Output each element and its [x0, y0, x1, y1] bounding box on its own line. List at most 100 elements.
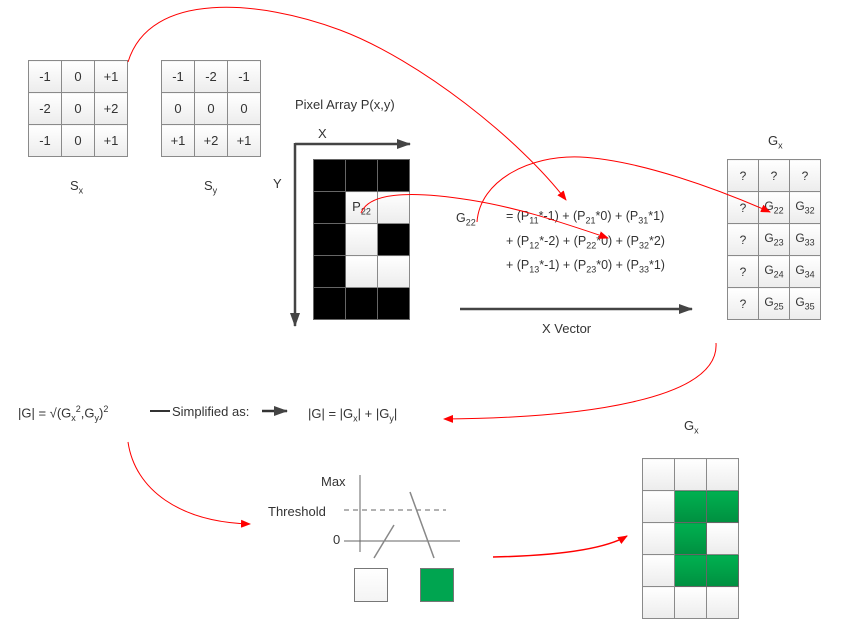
pixel-row [313, 255, 410, 288]
sy-kernel-cell: -1 [227, 60, 261, 93]
gx-cell-text: G [764, 231, 774, 246]
gx-cell: ? [727, 159, 759, 192]
threshold-zero-label: 0 [333, 532, 341, 547]
simp-sub-x: x [353, 413, 358, 424]
output-cell-empty [642, 522, 675, 555]
equation-subscript: 12 [529, 240, 540, 250]
equation-body: = (P11*-1) + (P21*0) + (P31*1)+ (P12*-2)… [506, 206, 665, 280]
gx-cell-text: ? [739, 264, 747, 279]
equation-term: = (P [506, 209, 530, 223]
pixel-cell-black [313, 287, 346, 320]
sx-label-sub: x [78, 185, 84, 196]
x-vector-label: X Vector [542, 321, 592, 336]
sy-label-text: S [204, 178, 213, 193]
equation-subscript: 13 [529, 264, 540, 275]
equation-subscript: 11 [529, 215, 539, 226]
gx-cell-text: G [764, 263, 774, 278]
gx-cell-text: G [795, 295, 805, 310]
equation-lhs-sub: 22 [465, 217, 476, 228]
sx-kernel-cell: 0 [61, 124, 95, 157]
output-cell-empty [674, 458, 707, 491]
above-threshold-swatch [420, 568, 454, 602]
gx-cell-text: ? [739, 200, 747, 215]
y-axis-label: Y [273, 176, 282, 191]
gx-cell-sub: 22 [773, 205, 784, 216]
pixel-row [313, 287, 410, 320]
magnitude-full-formula: |G| = √(Gx2,Gy)2 [18, 404, 108, 423]
gx-cell-text: ? [739, 232, 747, 247]
equation-subscript: 22 [586, 240, 597, 250]
mag-sub-x: x [71, 412, 76, 423]
equation-term: *1) [648, 209, 665, 223]
gx-grid-label: Gx [768, 133, 783, 151]
gx-cell-text: ? [739, 296, 747, 311]
sx-kernel-cell: -1 [28, 124, 62, 157]
sy-kernel-cell: +2 [194, 124, 228, 157]
gx-cell-text: G [795, 263, 805, 278]
equation-subscript: 31 [638, 215, 649, 226]
gx-cell: ? [789, 159, 821, 192]
pixel-row: P22 [313, 191, 410, 224]
output-row [642, 586, 739, 619]
p22-marker: P22 [352, 198, 371, 217]
below-threshold-trace [373, 524, 395, 559]
magnitude-simplified-formula: |G| = |Gx| + |Gy| [308, 406, 397, 424]
gx-cell: ? [758, 159, 790, 192]
sx-label: Sx [70, 178, 83, 196]
mag-sup-2b: 2 [103, 404, 109, 414]
gx-cell-text: G [764, 199, 774, 214]
output-cell-edge [674, 554, 707, 587]
sx-kernel-cell: -2 [28, 92, 62, 125]
output-row [642, 554, 739, 587]
gx-cell-text: G [764, 295, 774, 310]
sy-kernel-cell: 0 [227, 92, 261, 125]
equation-term: *2) [648, 233, 665, 248]
simp-part-2: | + |G [357, 406, 390, 421]
pixel-array-title: Pixel Array P(x,y) [295, 97, 395, 112]
sy-kernel-cell: +1 [227, 124, 261, 157]
gx-cell-text: ? [739, 168, 747, 183]
output-row [642, 458, 739, 491]
gx-cell-sub: 33 [804, 237, 815, 248]
gx-to-simplified-arrow [443, 342, 717, 423]
sy-kernel-cell: 0 [194, 92, 228, 125]
pixel-cell-black [313, 159, 346, 192]
gx-cell-sub: 23 [773, 237, 784, 248]
mag-part-1: |G| = √(G [18, 405, 72, 421]
p22-marker-sub: 22 [360, 206, 371, 217]
simplified-connector-label: Simplified as: [172, 404, 250, 419]
gx-cell: G24 [758, 255, 790, 288]
simp-sub-y: y [389, 413, 394, 424]
threshold-to-output-arrow [492, 535, 628, 558]
gx-cell-sub: 32 [804, 205, 815, 216]
gx-cell: G25 [758, 287, 790, 320]
gx-cell: G32 [789, 191, 821, 224]
equation-line: + (P12*-2) + (P22*0) + (P32*2) [506, 231, 665, 256]
magnitude-to-threshold-arrow [127, 441, 251, 528]
sx-label-text: S [70, 178, 79, 193]
gx-cell-text: ? [770, 168, 778, 183]
output-cell-edge [706, 554, 739, 587]
equation-lhs: G22 [456, 208, 476, 233]
sx-kernel-cell: +1 [94, 60, 128, 93]
mag-part-3: ) [99, 405, 104, 421]
equation-subscript: 33 [638, 264, 649, 275]
pixel-row [313, 159, 410, 192]
pixel-cell-white [345, 255, 378, 288]
equation-term: *0) + (P [596, 258, 639, 272]
mag-part-2: ,G [80, 405, 95, 421]
sy-label: Sy [204, 178, 217, 196]
pixel-cell-white [345, 223, 378, 256]
equation-line: = (P11*-1) + (P21*0) + (P31*1) [506, 206, 665, 231]
equation-term: + (P [506, 233, 530, 248]
equation-subscript: 32 [638, 240, 649, 250]
equation-lhs-text: G [456, 211, 466, 225]
output-cell-empty [642, 554, 675, 587]
